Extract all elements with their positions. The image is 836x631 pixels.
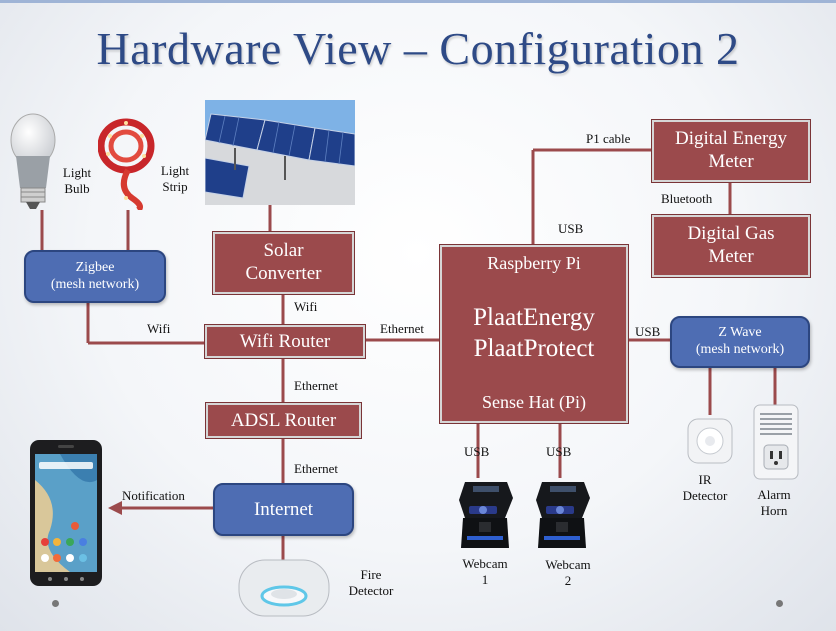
ethernet-pi-label: Ethernet [380,321,425,336]
gas-meter-box: Digital Gas Meter [652,215,810,277]
top-rule [0,0,836,3]
energy-meter-line1: Digital Energy [674,128,788,150]
ethernet-internet-label: Ethernet [294,461,339,476]
fire-detector-line1: Fire [360,567,382,582]
adsl-router-box: ADSL Router [206,403,361,438]
usb-zwave-label: USB [635,324,661,339]
raspberry-pi-software: PlaatEnergy PlaatProtect [473,302,595,365]
light-bulb-label-line2: Bulb [64,180,90,196]
notification-arrowhead [108,501,122,515]
gas-meter-line1: Digital Gas [687,223,775,245]
solar-converter-box: Solar Converter [213,232,354,294]
wifi-router-box: Wifi Router [205,325,365,358]
webcam-1-icon [459,482,513,548]
wifi-router-label: Wifi Router [239,330,331,352]
solar-converter-line2: Converter [245,263,322,284]
light-strip-label-line2: Strip [162,178,188,194]
page-title: Hardware View – Configuration 2 [96,23,740,74]
ethernet-adsl-label: Ethernet [294,378,339,393]
solar-converter-line1: Solar [263,240,304,262]
zigbee-box: Zigbee (mesh network) [24,250,166,303]
slide-dot-left [52,600,59,607]
ir-detector-line2: Detector [682,487,728,503]
energy-meter-box: Digital Energy Meter [652,120,810,182]
zwave-box: Z Wave (mesh network) [670,316,810,368]
solar-panel-icon [205,100,355,205]
internet-box: Internet [213,483,354,536]
fire-detector-line2: Detector [348,582,394,598]
plaat-energy-label: PlaatEnergy [473,303,595,331]
light-bulb-label: Light Bulb [60,165,94,196]
plaat-protect-label: PlaatProtect [473,335,595,362]
sense-hat-label: Sense Hat (Pi) [482,392,586,412]
light-strip-icon [98,118,155,210]
gas-meter-line2: Meter [708,246,754,267]
ir-detector-icon [687,418,733,464]
slide-dot-right [776,600,783,607]
light-strip-label-line1: Light [160,163,190,178]
ir-detector-label: IR Detector [676,472,734,503]
alarm-horn-line2: Horn [760,502,788,518]
light-strip-label: Light Strip [157,163,193,194]
light-bulb-label-line1: Light [62,165,92,180]
webcam-2-label: Webcam 2 [538,557,598,588]
webcam-1-label: Webcam 1 [455,556,515,587]
usb-cam1-label: USB [464,444,490,459]
webcam-1-line2: 1 [481,571,489,587]
raspberry-pi-title: Raspberry Pi [487,253,581,273]
fire-detector-label: Fire Detector [343,567,399,598]
webcam-2-line1: Webcam [545,557,591,572]
adsl-router-label: ADSL Router [230,409,337,431]
webcam-1-line1: Webcam [462,556,508,571]
smartphone-icon [30,440,102,586]
light-bulb-icon [10,113,56,209]
alarm-horn-line1: Alarm [757,487,791,502]
usb-pi-label: USB [558,221,584,236]
bluetooth-label: Bluetooth [661,191,713,206]
webcam-2-line2: 2 [564,572,572,588]
p1-cable-label: P1 cable [586,131,631,146]
ir-detector-line1: IR [698,472,712,487]
internet-label: Internet [253,498,314,520]
alarm-horn-label: Alarm Horn [751,487,797,518]
energy-meter-line2: Meter [708,151,754,172]
zwave-title: Z Wave [718,325,762,341]
raspberry-pi-box: Raspberry Pi PlaatEnergy PlaatProtect Se… [440,245,628,423]
webcam-2-icon [536,482,590,548]
fire-detector-icon [238,559,330,617]
zigbee-subtitle: (mesh network) [50,276,140,292]
wifi-zigbee-label: Wifi [147,321,171,336]
wifi-solar-label: Wifi [294,299,318,314]
notification-label: Notification [122,488,185,503]
usb-cam2-label: USB [546,444,572,459]
alarm-horn-icon [753,404,799,480]
zwave-subtitle: (mesh network) [695,342,785,357]
zigbee-title: Zigbee [75,259,115,275]
